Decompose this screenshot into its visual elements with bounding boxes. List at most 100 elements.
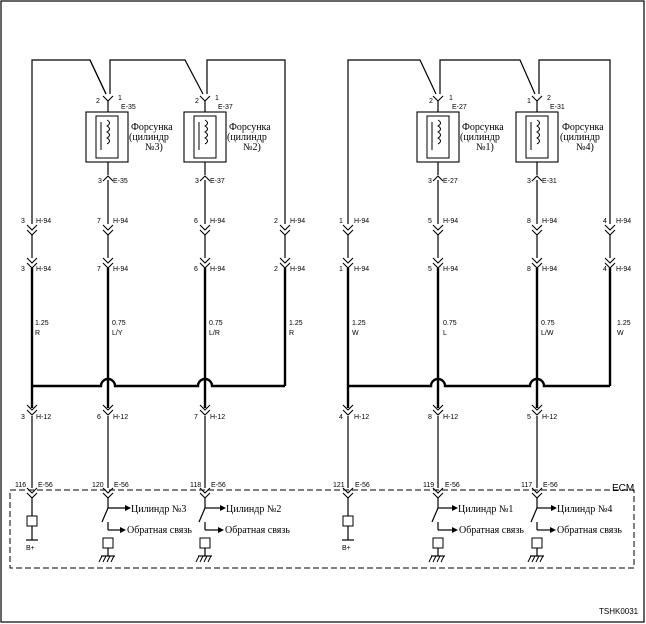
diagram-label: E-56 (114, 482, 129, 489)
diagram-label: 3 (527, 178, 531, 185)
e56-right: 121 E-56 119 E-56 117 E-56 (333, 482, 558, 499)
diagram-label: 8 (428, 414, 432, 421)
diagram-label: H-94 (443, 218, 458, 225)
diagram-label: (цилиндр (227, 132, 267, 143)
diagram-label: 116 (15, 482, 26, 489)
diagram-label: 2 (274, 266, 278, 273)
diagram-label: 3 (21, 218, 25, 225)
diagram-label: (цилиндр (460, 132, 500, 143)
diagram-label: E-31 (542, 178, 557, 185)
diagram-label: 1 (215, 95, 219, 102)
diagram-label: H-94 (616, 218, 631, 225)
diagram-label: 2 (429, 98, 433, 105)
diagram-label: 4 (339, 414, 343, 421)
injector-c3: 2 1 E-35 3 E-35 Форсунка (цилиндр №3) (85, 95, 173, 185)
diagram-label: H-94 (290, 266, 305, 273)
diagram-label: 1 (527, 98, 531, 105)
injector-c4: 1 2 E-31 3 E-31 Форсунка (цилиндр №4) (515, 95, 604, 185)
diagram-label: 8 (527, 218, 531, 225)
diagram-label: 1.25 (617, 320, 631, 327)
diagram-label: 0.75 (443, 320, 457, 327)
diagram-label: H-94 (354, 218, 369, 225)
diagram-label: W (617, 330, 624, 337)
ecm-internals-left: B+ Цилиндр №3 Обратная связь Цилиндр №2 … (26, 498, 290, 563)
diagram-label: H-12 (113, 414, 128, 421)
diagram-label: H-94 (36, 266, 51, 273)
diagram-label: 1 (118, 95, 122, 102)
diagram-label: E-56 (445, 482, 460, 489)
ecm-label-c1: Цилиндр №1 (458, 504, 513, 515)
diagram-label: E-56 (355, 482, 370, 489)
diagram-label: E-56 (38, 482, 53, 489)
injector-c1: 2 1 E-27 3 E-27 Форсунка (цилиндр №1) (416, 95, 504, 185)
injector-c1-title: Форсунка (462, 122, 504, 133)
diagram-label: H-94 (210, 218, 225, 225)
diagram-label: 1.25 (289, 320, 303, 327)
diagram-label: 4 (603, 266, 607, 273)
diagram-label: H-12 (36, 414, 51, 421)
ecm-label-c4: Цилиндр №4 (557, 504, 612, 515)
diagram-label: 118 (190, 482, 201, 489)
diagram-label: H-94 (542, 218, 557, 225)
diagram-label: H-94 (36, 218, 51, 225)
diagram-label: Обратная связь (557, 525, 622, 536)
diagram-label: 3 (428, 178, 432, 185)
diagram-label: H-94 (542, 266, 557, 273)
diagram-label: 6 (194, 218, 198, 225)
diagram-label: 0.75 (112, 320, 126, 327)
right-group: 2 1 E-27 3 E-27 Форсунка (цилиндр №1) 1 … (333, 59, 631, 563)
diagram-label: 121 (333, 482, 345, 489)
diagram-label: R (289, 330, 294, 337)
diagram-label: E-35 (113, 178, 128, 185)
diagram-label: E-31 (550, 104, 565, 111)
b-plus-label: B+ (26, 545, 35, 552)
diagram-label: H-94 (113, 266, 128, 273)
h94-upper-left: 3 H-94 7 H-94 6 H-94 2 H-94 (21, 218, 305, 236)
diagram-label: E-37 (210, 178, 225, 185)
diagram-label: 7 (97, 218, 101, 225)
diagram-label: 4 (603, 218, 607, 225)
diagram-label: (цилиндр (560, 132, 600, 143)
diagram-label: 0.75 (209, 320, 223, 327)
diagram-label: 120 (92, 482, 104, 489)
diagram-label: 5 (527, 414, 531, 421)
diagram-label: E-27 (443, 178, 458, 185)
h12-left: 3 H-12 6 H-12 7 H-12 (21, 404, 225, 421)
diagram-label: №2) (243, 142, 261, 153)
diagram-label: №4) (576, 142, 594, 153)
injector-c2-title: Форсунка (229, 122, 271, 133)
diagram-label: 8 (527, 266, 531, 273)
diagram-label: Обратная связь (459, 525, 524, 536)
diagram-label: H-12 (210, 414, 225, 421)
h12-right: 4 H-12 8 H-12 5 H-12 (339, 404, 557, 421)
diagram-label: 3 (21, 414, 25, 421)
diagram-label: 2 (274, 218, 278, 225)
diagram-label: E-35 (121, 104, 136, 111)
diagram-label: H-94 (290, 218, 305, 225)
diagram-label: №1) (476, 142, 494, 153)
diagram-label: 5 (428, 218, 432, 225)
diagram-label: Обратная связь (225, 525, 290, 536)
diagram-label: 1 (339, 218, 343, 225)
diagram-label: H-12 (443, 414, 458, 421)
diagram-label: №3) (145, 142, 163, 153)
diagram-label: E-56 (211, 482, 226, 489)
injector-c4-title: Форсунка (562, 122, 604, 133)
diagram-label: 0.75 (541, 320, 555, 327)
diagram-label: 117 (521, 482, 532, 489)
diagram-label: H-94 (113, 218, 128, 225)
e56-left: 116 E-56 120 E-56 118 E-56 (15, 482, 226, 499)
diagram-label: 7 (97, 266, 101, 273)
diagram-label: 2 (195, 98, 199, 105)
diagram-label: 6 (194, 266, 198, 273)
injector-c2: 2 1 E-37 3 E-37 Форсунка (цилиндр №2) (183, 95, 271, 185)
ecm-label: ECM (612, 483, 634, 494)
diagram-label: 1.25 (352, 320, 366, 327)
ecm-box (9, 489, 635, 569)
diagram-label: L (443, 330, 447, 337)
diagram-label: 3 (21, 266, 25, 273)
diagram-label: 2 (96, 98, 100, 105)
diagram-label: 119 (423, 482, 434, 489)
diagram-label: 1 (339, 266, 343, 273)
